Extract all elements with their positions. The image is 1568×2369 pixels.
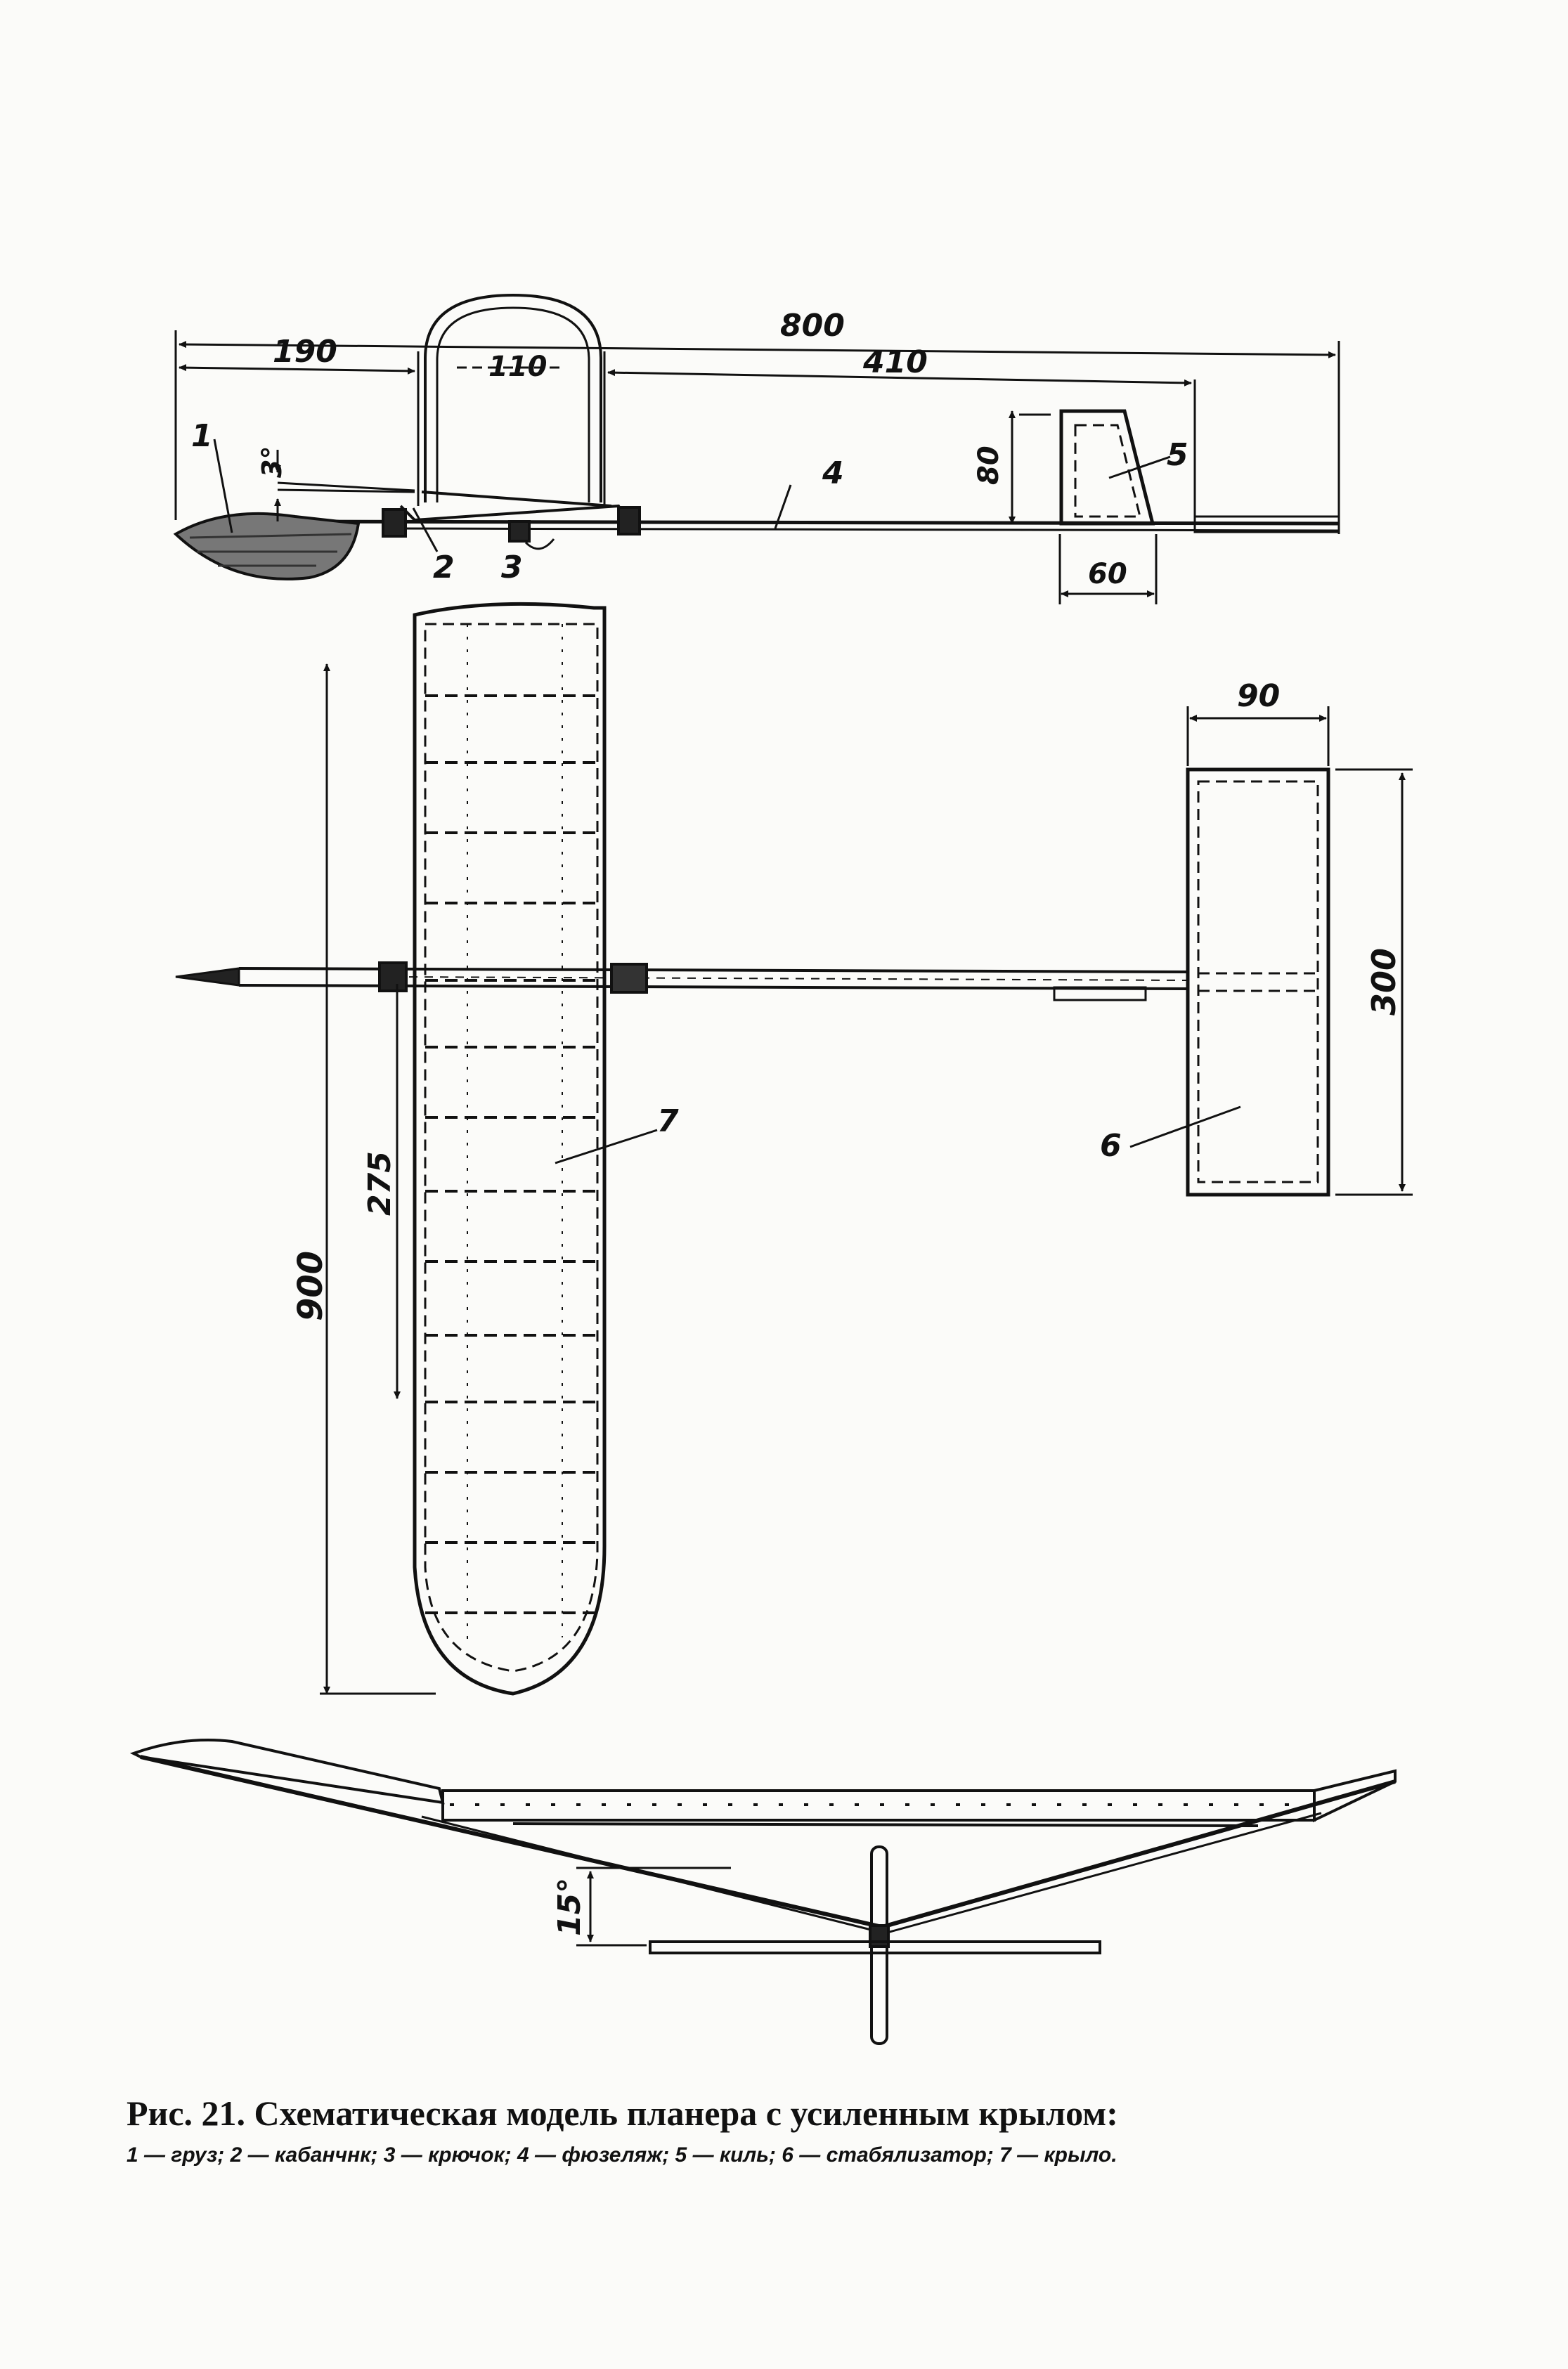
label-weight: 1 (191, 418, 213, 454)
dim-line-190 (179, 364, 415, 375)
dim-fin-chord: 60 (1088, 558, 1127, 590)
fin-outline (1059, 409, 1155, 526)
right-strut (881, 1779, 1396, 1929)
label-hook: 3 (501, 550, 523, 585)
side-view-text: 800 190 110 410 3° 80 60 1 2 3 4 5 (191, 308, 1188, 590)
front-view-text: 15° (552, 1878, 588, 1936)
label-stabilizer: 6 (1100, 1128, 1122, 1164)
wing-outline (413, 602, 607, 1696)
stabilizer-outline (1186, 767, 1330, 1197)
dim-overall-length: 800 (780, 308, 845, 344)
dim-incidence-angle: 3° (257, 446, 287, 478)
nose-weight (173, 512, 361, 580)
label-wing: 7 (657, 1103, 679, 1139)
dim-stab-span: 300 (1365, 948, 1403, 1015)
left-strut (140, 1755, 883, 1929)
label-fuselage: 4 (822, 455, 844, 491)
dim-half-span: 275 (362, 1151, 398, 1216)
plan-view-text: 900 275 90 300 7 6 (291, 678, 1403, 1321)
fuselage-nose (175, 967, 240, 987)
plan-view (175, 602, 1413, 1696)
caption-legend: 1 — груз; 2 — кабанчнк; 3 — крючок; 4 — … (127, 2143, 1117, 2167)
dim-tail-length: 410 (862, 344, 928, 380)
dim-fin-height: 80 (973, 446, 1005, 485)
dim-line-800 (179, 341, 1336, 358)
wing-ribs (425, 694, 597, 1614)
dim-dihedral-angle: 15° (552, 1878, 588, 1936)
caption-title: Рис. 21. Схематическая модель планера с … (127, 2094, 1118, 2133)
dim-pylon-length: 110 (488, 351, 547, 383)
label-pylon: 2 (433, 550, 455, 585)
dim-wing-span: 900 (291, 1251, 330, 1321)
label-fin: 5 (1167, 437, 1188, 473)
front-view (129, 1739, 1397, 2045)
dim-stab-chord: 90 (1237, 678, 1280, 714)
front-stabilizer (649, 1940, 1101, 1954)
side-view (173, 293, 1340, 604)
dim-nose-length: 190 (273, 334, 337, 370)
pylon-hoop (424, 293, 602, 502)
fuselage-line (252, 519, 1340, 526)
dim-line-410 (607, 369, 1192, 387)
